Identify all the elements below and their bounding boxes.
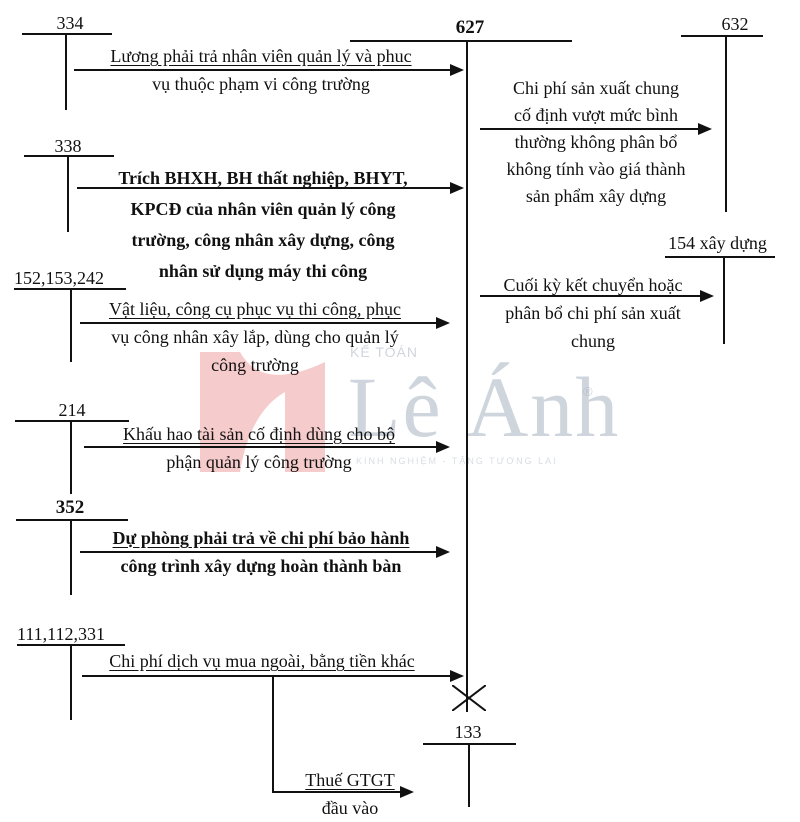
arrowhead-icon: [436, 317, 450, 329]
account-334-vertical-line: [65, 33, 67, 110]
arrow-152-to-627: [80, 322, 438, 324]
arrowhead-icon: [450, 182, 464, 194]
account-154-label: 154 xây dựng: [668, 233, 767, 253]
account-352-vertical-line: [70, 519, 72, 595]
entry-214-text: Khấu hao tài sản cố định dùng cho bộ phậ…: [123, 424, 395, 472]
account-338-label: 338: [54, 136, 82, 156]
entry-154-text: Cuối kỳ kết chuyển hoặc phân bổ chi phí …: [503, 275, 683, 351]
arrowhead-icon: [436, 546, 450, 558]
arrow-627-to-154: [480, 295, 702, 297]
arrow-334-to-627: [74, 69, 452, 71]
arrow-111-to-627: [82, 675, 452, 677]
arrow-338-to-627: [77, 187, 453, 189]
arrow-627-to-632: [480, 128, 700, 130]
account-111-112-331-label: 111,112,331: [17, 624, 105, 644]
account-334-top-line: [22, 33, 112, 35]
account-632-label: 632: [721, 14, 749, 34]
entry-111-text: Chi phí dịch vụ mua ngoài, bằng tiền khá…: [109, 651, 415, 671]
account-338-vertical-line: [67, 155, 69, 232]
watermark-tagline: KINH NGHIỆM - TẶNG TƯƠNG LAI: [356, 456, 558, 466]
account-152-153-242-vertical-line: [70, 288, 72, 362]
account-632-top-line: [681, 35, 763, 37]
entry-152-text: Vật liệu, công cụ phục vụ thi công, phục…: [109, 299, 401, 375]
arrow-214-to-627: [84, 446, 438, 448]
cross-mark-icon: [452, 685, 486, 711]
watermark-registered: ®: [583, 384, 593, 399]
entry-334-text: Lương phải trả nhân viên quản lý và phuc…: [110, 46, 412, 94]
account-152-153-242-label: 152,153,242: [14, 268, 104, 288]
entry-352-text: Dự phòng phải trả về chi phí bảo hành cô…: [112, 528, 410, 576]
arrowhead-icon: [698, 123, 712, 135]
account-154-vertical-line: [723, 256, 725, 344]
arrowhead-icon: [450, 64, 464, 76]
watermark-logo-icon: [200, 352, 325, 472]
entry-133-text: Thuế GTGT đầu vào: [305, 770, 395, 818]
account-214-label: 214: [58, 400, 86, 420]
account-133-label: 133: [454, 722, 482, 742]
arrow-352-to-627: [80, 551, 438, 553]
account-133-vertical-line: [468, 743, 470, 807]
account-627-vertical-line: [466, 40, 468, 712]
account-352-label: 352: [55, 497, 85, 518]
arrowhead-icon: [450, 670, 464, 682]
account-352-top-line: [16, 519, 128, 521]
arrowhead-icon: [700, 290, 714, 302]
account-154-top-line: [665, 256, 775, 258]
arrowhead-icon: [400, 786, 414, 798]
account-632-vertical-line: [725, 35, 727, 212]
account-214-top-line: [15, 420, 129, 422]
entry-632-text: Chi phí sản xuất chung cố định vượt mức …: [506, 78, 686, 206]
arrow-branch-to-133: [272, 791, 402, 793]
watermark-brand: Lê Ánh: [348, 359, 621, 455]
account-111-112-331-vertical-line: [70, 644, 72, 720]
account-334-label: 334: [56, 13, 84, 33]
account-338-top-line: [24, 155, 114, 157]
branch-to-133-vertical: [272, 675, 274, 792]
arrowhead-icon: [436, 441, 450, 453]
account-627-label: 627: [455, 17, 485, 38]
account-214-vertical-line: [70, 420, 72, 494]
account-627-top-line: [350, 40, 572, 42]
watermark-top-text: KẾ TOÁN: [350, 344, 418, 360]
entry-338-text: Trích BHXH, BH thất nghiệp, BHYT, KPCĐ c…: [118, 168, 408, 281]
